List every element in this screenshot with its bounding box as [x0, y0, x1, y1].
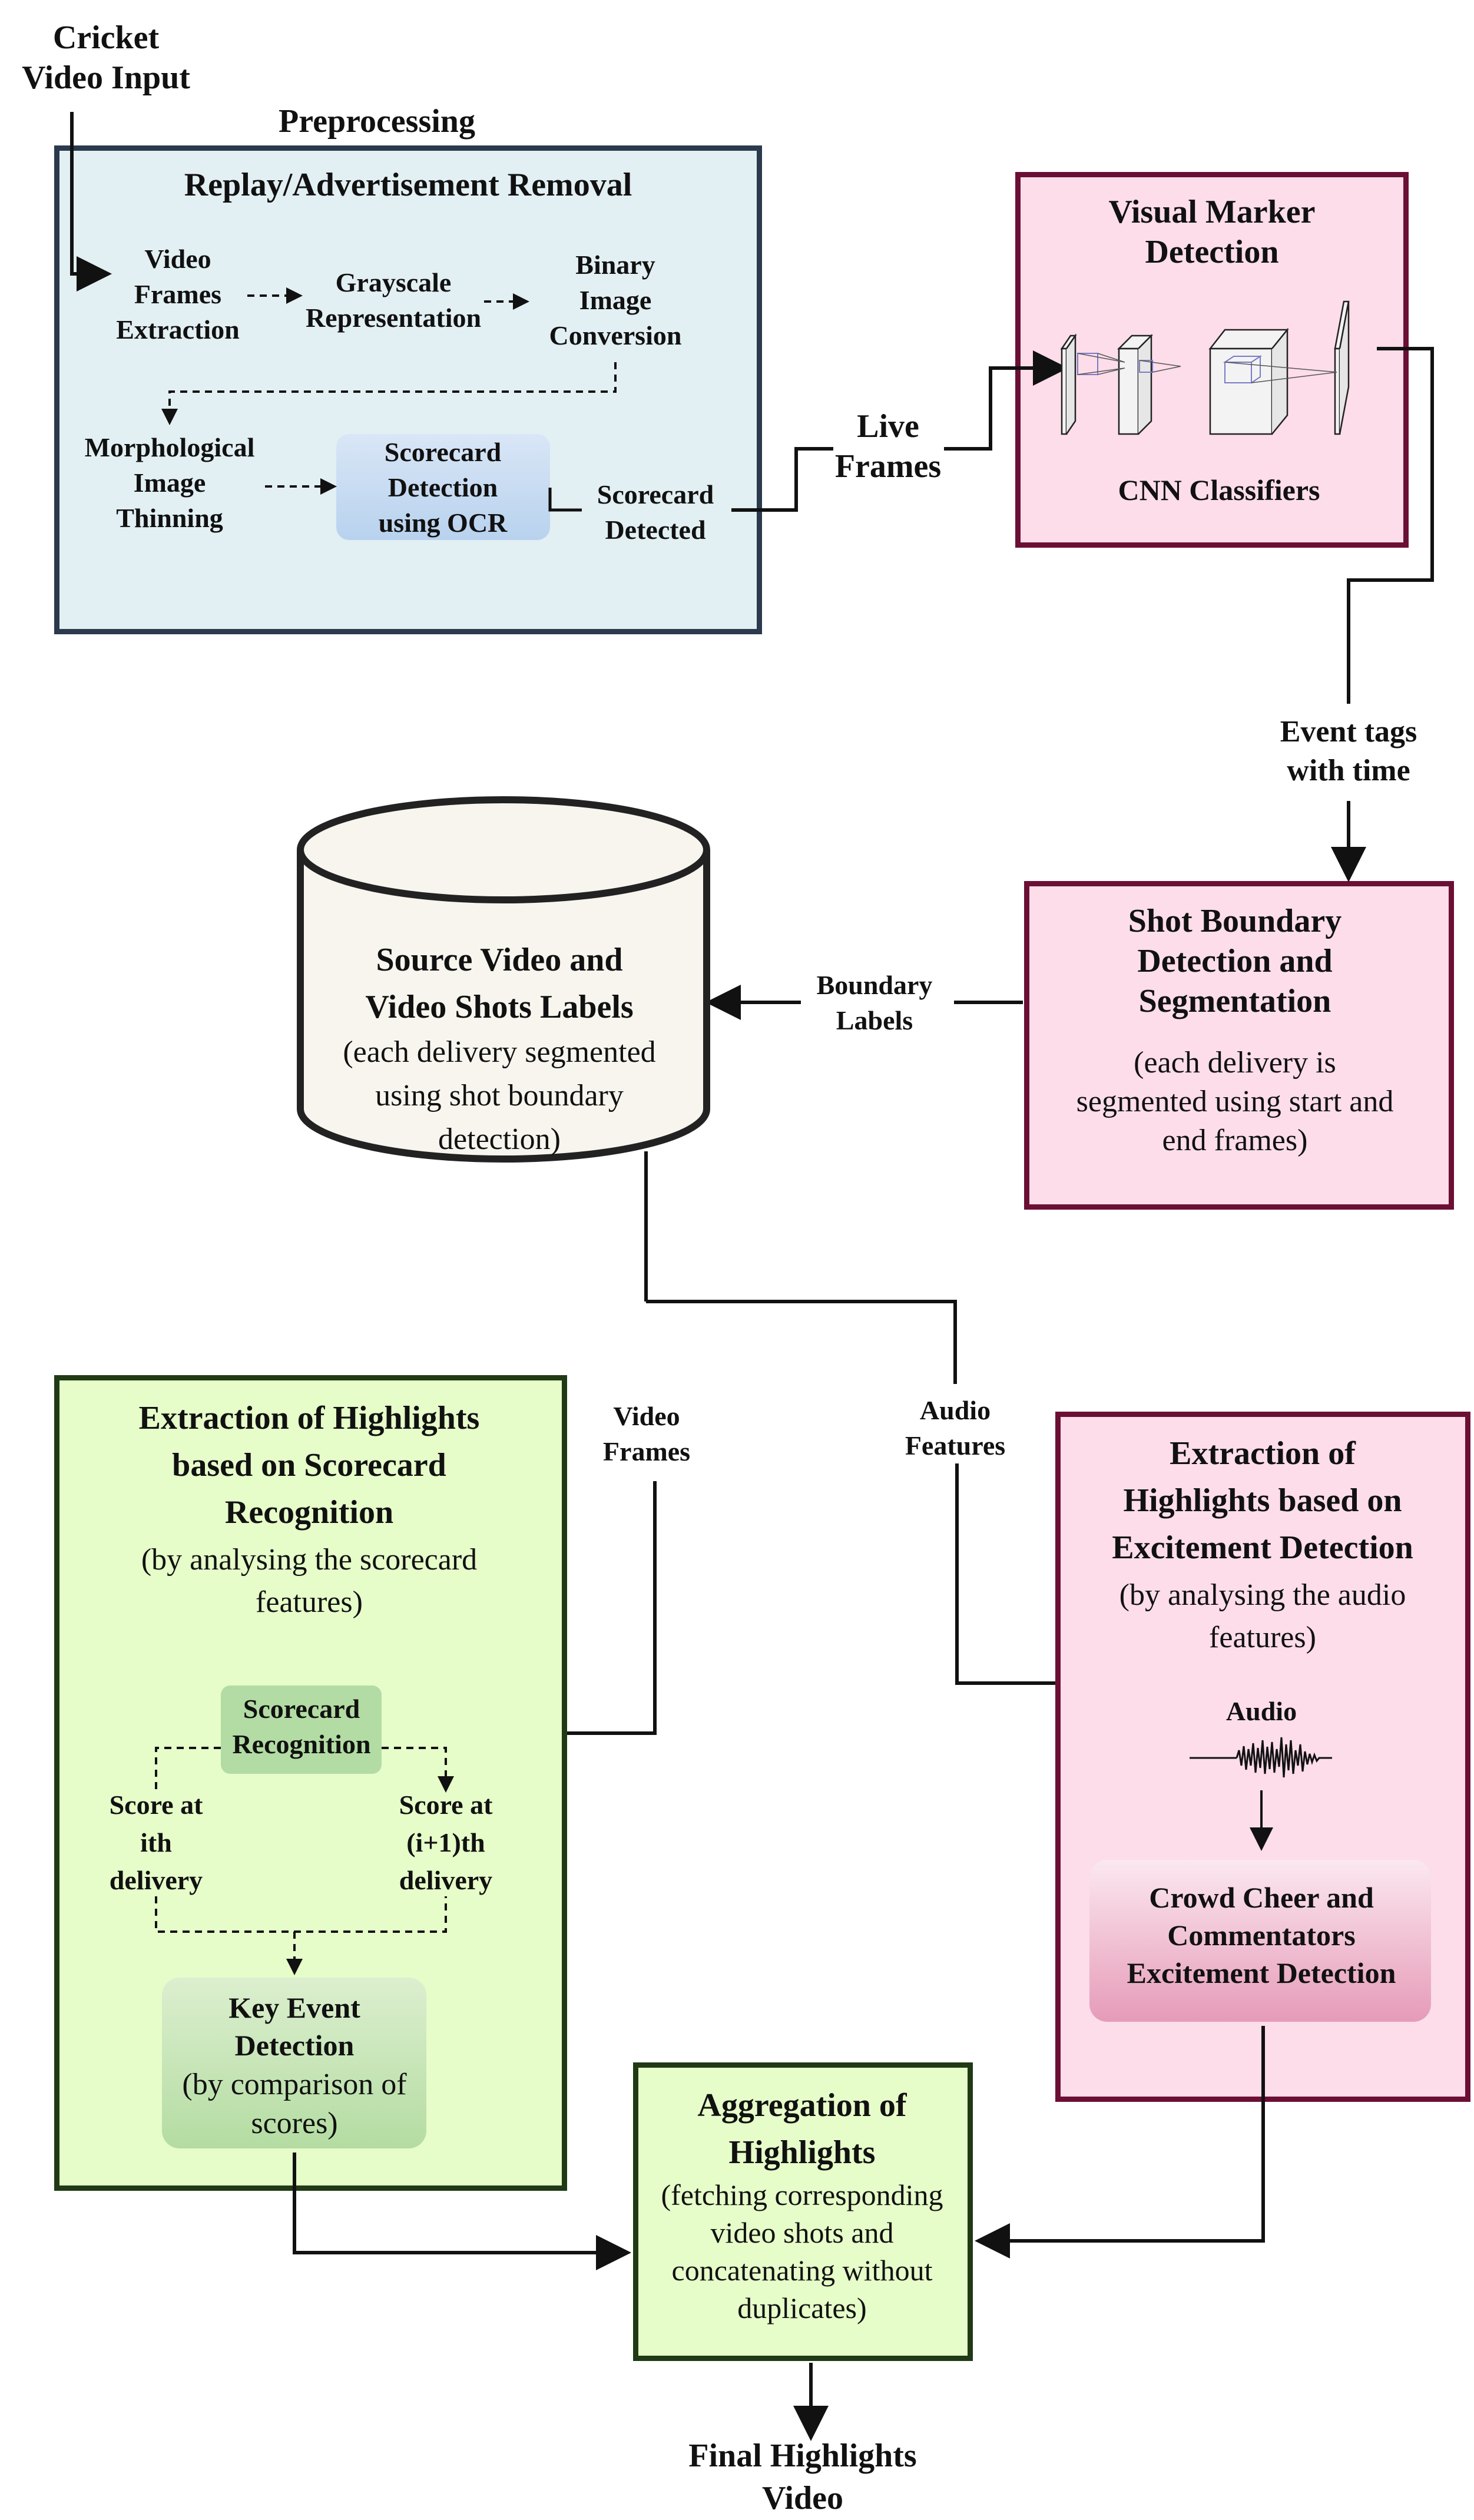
cnn-diagram: [1060, 300, 1350, 435]
step-binary: Binary Image Conversion: [549, 250, 682, 350]
step-grayscale: Grayscale Representation: [305, 267, 482, 333]
scorecard-extraction-title: Extraction of Highlights based on Scorec…: [138, 1400, 480, 1531]
preprocessing-title: Preprocessing: [279, 103, 475, 140]
db-split-connector: [646, 1300, 957, 1384]
scorecard-extraction-desc: (by analysing the scorecard features): [141, 1543, 478, 1619]
ocr-step-box: [336, 434, 550, 540]
video-frames-connector: [567, 1481, 657, 1735]
excitement-extraction-title: Extraction of Highlights based on Excite…: [1112, 1435, 1413, 1566]
key-event-title: Key Event Detection: [228, 1991, 360, 2062]
scorecard-recognition-label: Scorecard Recognition: [232, 1694, 371, 1759]
score-ith-label: Score at ith delivery: [109, 1790, 203, 1895]
shot-boundary-title: Shot Boundary Detection and Segmentation: [1128, 903, 1342, 1019]
score-i1th-label: Score at (i+1)th delivery: [399, 1790, 493, 1895]
excitement-extraction-desc: (by analysing the audio features): [1119, 1578, 1406, 1654]
source-db-desc: (each delivery segmented using shot boun…: [343, 1035, 656, 1156]
replay-removal-title: Replay/Advertisement Removal: [184, 167, 632, 203]
source-db-title: Source Video and Video Shots Labels: [365, 942, 634, 1025]
preprocessing-box: [54, 145, 762, 634]
visual-marker-title: Visual Marker Detection: [1108, 194, 1316, 270]
crowd-cheer-step-box: [1089, 1860, 1431, 2022]
dashed-join-to-key-event: [155, 1896, 447, 1973]
audio-features-connector: [955, 1463, 1055, 1685]
cnn-classifiers-label: CNN Classifiers: [1118, 473, 1320, 506]
scorecard-detected-label: Scorecard Detected: [597, 479, 714, 545]
live-frames-connector: [731, 447, 833, 512]
key-event-step-box: [162, 1978, 426, 2148]
event-tags-label: Event tags with time: [1280, 715, 1417, 787]
input-arrow: [70, 112, 112, 292]
audio-features-label: Audio Features: [905, 1395, 1006, 1461]
crowd-cheer-label: Crowd Cheer and Commentators Excitement …: [1127, 1881, 1396, 1989]
input-label: Cricket Video Input: [22, 19, 190, 96]
aggregation-title: Aggregation of Highlights: [697, 2087, 907, 2171]
video-frames-label: Video Frames: [602, 1401, 691, 1466]
audio-label: Audio: [1225, 1696, 1297, 1726]
boundary-labels-label: Boundary Labels: [816, 970, 933, 1035]
excitement-to-aggregation: [975, 2026, 1265, 2259]
step-morphological: Morphological Image Thinning: [84, 432, 255, 533]
key-event-to-aggregation: [293, 2153, 631, 2270]
aggregation-box: [633, 2062, 973, 2361]
cnn-output-connector: [1347, 347, 1434, 704]
step-video-frames: Video Frames Extraction: [116, 244, 240, 345]
shot-boundary-box: [1024, 881, 1454, 1210]
aggregation-desc: (fetching corresponding video shots and …: [661, 2178, 943, 2324]
live-frames-label: Live Frames: [834, 408, 942, 485]
recognition-step-box: [221, 1685, 382, 1774]
scorecard-detected-connector: [548, 488, 582, 512]
key-event-desc: (by comparison of scores): [182, 2068, 407, 2140]
step-ocr: Scorecard Detection using OCR: [378, 437, 508, 538]
audio-waveform: [1190, 1737, 1332, 1778]
dashed-arrow-binary-to-morph: [161, 362, 617, 425]
shot-boundary-desc: (each delivery is segmented using start …: [1076, 1046, 1394, 1157]
source-database: [297, 796, 710, 1163]
final-highlights-label: Final Highlights Video: [688, 2438, 917, 2516]
live-frames-arrow: [944, 350, 1068, 451]
dashed-split-to-scores: [155, 1747, 446, 1790]
